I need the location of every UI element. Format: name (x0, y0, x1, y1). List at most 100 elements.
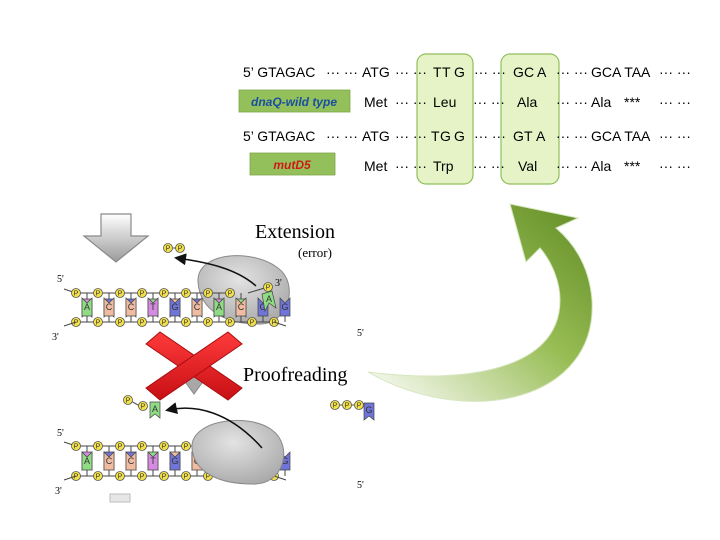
bottom-lower-base-3 (147, 451, 159, 471)
wild-protein-row: dnaQ-wild type Met ··· ··· Leu ··· ··· A… (238, 89, 691, 113)
bottom-lower-base-4 (169, 451, 181, 471)
bottom-lower-phosphate-5 (181, 471, 191, 481)
top-lower-base-5 (191, 297, 203, 317)
dots: ··· ··· (556, 94, 588, 110)
mutant-protein-row: mutD5 Met ··· ··· Trp ··· ··· Val ··· ··… (249, 152, 691, 176)
top-5prime-end: 5' (357, 328, 364, 339)
bottom-3prime: 3' (55, 486, 62, 497)
top-lower-base-6 (213, 297, 225, 317)
svg-text:P: P (333, 403, 338, 410)
polymerase-bottom (191, 419, 285, 485)
bottom-5prime: 5' (57, 428, 64, 439)
down-arrow-icon (82, 213, 150, 263)
mut-aa1: Trp (433, 158, 454, 174)
bottom-upper-phosphate-4 (159, 441, 169, 451)
dna-duplex-top: PTPGPGPAPCPGPTPAPAPCPCPTPGPCPAPCPGPGPA (63, 282, 291, 327)
top-lower-base-1-letter: C (106, 302, 113, 312)
extension-label: Extension (255, 221, 335, 243)
top-lower-base-9-letter: G (281, 302, 288, 312)
top-lower-phosphate-7-label: P (228, 320, 233, 327)
sequence-panel: 5’ GTAGAC ··· ··· ATG ··· ··· T T G ··· … (238, 53, 691, 185)
curved-green-arrow (367, 203, 593, 402)
top-upper-phosphate-3-label: P (140, 291, 145, 298)
bottom-upper-phosphate-3 (137, 441, 147, 451)
bottom-lower-phosphate-5-label: P (184, 474, 189, 481)
bottom-lower-base-9-letter: G (281, 456, 288, 466)
dots: ··· ··· (395, 158, 427, 174)
bottom-upper-phosphate-0 (71, 441, 81, 451)
top-upper-phosphate-3 (137, 288, 147, 298)
bottom-lower-base-0 (81, 451, 93, 471)
top-upper-phosphate-1 (93, 288, 103, 298)
dots: ··· ··· (659, 128, 691, 144)
top-5prime: 5' (57, 274, 64, 285)
bottom-upper-phosphate-5 (181, 441, 191, 451)
top-lower-base-9 (279, 297, 291, 317)
top-lower-base-3 (147, 297, 159, 317)
dots: ··· ··· (659, 64, 691, 80)
mut-codon1-c: G (454, 128, 465, 144)
top-lower-phosphate-7 (225, 317, 235, 327)
dots: ··· ··· (659, 158, 691, 174)
bottom-lower-phosphate-1-label: P (96, 474, 101, 481)
top-lower-phosphate-9-label: P (272, 320, 277, 327)
top-upper-phosphate-2 (115, 288, 125, 298)
top-lower-base-2-letter: C (128, 302, 135, 312)
top-lower-phosphate-8 (247, 317, 257, 327)
top-lower-phosphate-1-label: P (96, 320, 101, 327)
bottom-lower-base-1-letter: C (106, 456, 113, 466)
top-lower-base-3-letter: T (150, 302, 156, 312)
top-error-base (261, 290, 277, 313)
mut-ala: Ala (591, 158, 611, 174)
top-lower-base-4-letter: G (171, 302, 178, 312)
bottom-lower-phosphate-2 (115, 471, 125, 481)
top-upper-phosphate-2-label: P (118, 291, 123, 298)
mutant-label: mutD5 (273, 158, 311, 172)
bottom-lower-phosphate-6-label: P (206, 474, 211, 481)
dots: ··· ··· (395, 94, 427, 110)
top-upper-phosphate-6 (203, 288, 213, 298)
excised-nucleotide: P P A (123, 395, 161, 419)
top-lower-phosphate-6-label: P (206, 320, 211, 327)
top-lower-base-4 (169, 297, 181, 317)
free-phosphate-pair: P P (163, 243, 185, 253)
top-lower-phosphate-0-label: P (74, 320, 79, 327)
top-error-letter: A (266, 294, 272, 304)
top-upper-phosphate-5 (181, 288, 191, 298)
proofreading-arrow (165, 402, 263, 449)
wild-codon1-a: T (433, 64, 442, 80)
bottom-lower-phosphate-4-label: P (162, 474, 167, 481)
wild-codon2-c: A (537, 64, 547, 80)
wild-ala: Ala (591, 94, 611, 110)
top-lower-base-6-letter: A (216, 302, 222, 312)
mut-codon1-a: T (431, 128, 440, 144)
top-lower-base-0-letter: A (84, 302, 90, 312)
dots: ··· ··· (326, 64, 358, 80)
mut-met: Met (364, 158, 387, 174)
top-lower-base-7-letter: C (238, 302, 245, 312)
dots: ··· ··· (556, 64, 588, 80)
extension-arrow (174, 253, 257, 287)
wild-prefix: 5’ GTAGAC (243, 64, 315, 80)
bottom-lower-base-1 (103, 451, 115, 471)
svg-text:P: P (357, 403, 362, 410)
top-lower-phosphate-4-label: P (162, 320, 167, 327)
wild-codon1-c: G (454, 64, 465, 80)
bottom-5prime-end: 5' (357, 480, 364, 491)
wild-codon1-b: T (442, 64, 451, 80)
top-upper-phosphate-7-label: P (228, 291, 233, 298)
top-upper-phosphate-4 (159, 288, 169, 298)
svg-text:P: P (345, 403, 350, 410)
top-lower-phosphate-2 (115, 317, 125, 327)
bottom-lower-phosphate-3 (137, 471, 147, 481)
top-lower-phosphate-1 (93, 317, 103, 327)
svg-text:P: P (141, 404, 146, 411)
svg-text:G: G (365, 405, 372, 415)
bottom-lower-phosphate-0-label: P (74, 474, 79, 481)
free-nucleotide-right: P P P G (330, 400, 375, 421)
red-dots: ··· ··· (473, 158, 505, 174)
mut-tail: GCA TAA (591, 128, 651, 144)
top-3prime: 3' (52, 332, 59, 343)
top-lower-phosphate-4 (159, 317, 169, 327)
